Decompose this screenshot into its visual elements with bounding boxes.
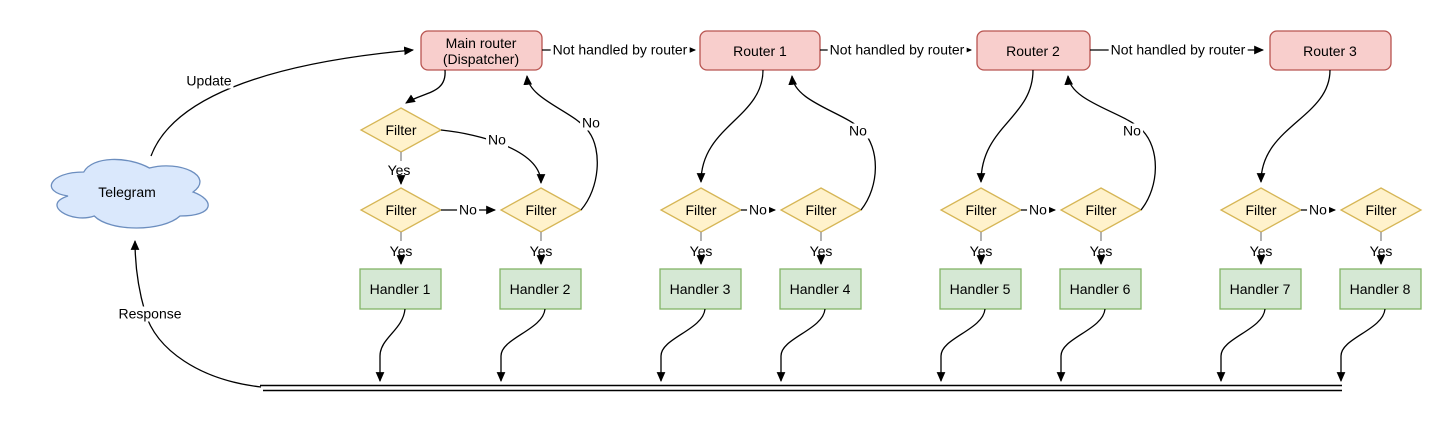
handler-1-out-edge [375, 308, 406, 383]
yes-label: Yes [1089, 243, 1113, 259]
main-router-label-line2: (Dispatcher) [442, 51, 520, 67]
handler-8-label: Handler 8 [1349, 281, 1411, 297]
no-label: No [847, 122, 869, 139]
handler-7-out-edge [1216, 308, 1266, 383]
handler-7-box [1219, 268, 1302, 310]
handler-4-out-edge [776, 308, 826, 383]
router-1-to-filter-edge [696, 69, 764, 184]
response-label: Response [116, 305, 184, 322]
handler-5-box [939, 268, 1022, 310]
router-1-label: Router 1 [733, 43, 787, 59]
main-router-to-filter-edge [405, 69, 446, 104]
filter-label: Filter [385, 202, 417, 218]
not-handled-label-3: Not handled by router [1108, 41, 1248, 58]
main-router-label-line1: Main router [445, 35, 517, 51]
no-return-edge-r1 [788, 74, 877, 211]
handler-6-label: Handler 6 [1069, 281, 1131, 297]
handler-3-label: Handler 3 [669, 281, 731, 297]
main-router-label: Main router (Dispatcher) [443, 35, 519, 67]
yes-label: Yes [689, 243, 713, 259]
no-label: No [747, 201, 769, 218]
yes-label: Yes [1249, 243, 1273, 259]
handler-4-label: Handler 4 [789, 281, 851, 297]
update-edge [150, 46, 415, 157]
handler-1-label: Handler 1 [369, 281, 431, 297]
filter-label: Filter [1365, 202, 1397, 218]
filter-label: Filter [1245, 202, 1277, 218]
no-label: No [457, 201, 479, 218]
yes-label: Yes [529, 243, 553, 259]
no-label: No [1027, 201, 1049, 218]
telegram-cloud [50, 158, 209, 229]
yes-label: Yes [969, 243, 993, 259]
handler-4-box [779, 268, 862, 310]
router-3-to-filter-edge [1256, 69, 1331, 184]
handler-1-box [359, 268, 442, 310]
router-3-label: Router 3 [1303, 43, 1357, 59]
handler-2-out-edge [496, 308, 546, 383]
handler-8-box [1339, 268, 1422, 310]
not-handled-label-2: Not handled by router [827, 41, 967, 58]
router-2-label: Router 2 [1006, 43, 1060, 59]
no-return-edge-r2 [1064, 74, 1157, 211]
no-label: No [1307, 201, 1329, 218]
filter-label: Filter [685, 202, 717, 218]
filter-label: Filter [805, 202, 837, 218]
handler-5-out-edge [936, 308, 986, 383]
yes-label: Yes [387, 162, 411, 178]
telegram-cloud-label: Telegram [98, 184, 156, 200]
filter-label: Filter [525, 202, 557, 218]
no-return-edge-main [523, 74, 598, 211]
filter-label: Filter [965, 202, 997, 218]
handler-7-label: Handler 7 [1229, 281, 1291, 297]
handler-3-out-edge [656, 308, 706, 383]
handler-8-out-edge [1336, 308, 1386, 383]
no-label: No [1121, 122, 1143, 139]
handler-5-label: Handler 5 [949, 281, 1011, 297]
no-label: No [486, 131, 508, 148]
no-label: No [580, 114, 602, 131]
router-2-to-filter-edge [976, 69, 1034, 184]
not-handled-label-1: Not handled by router [550, 41, 690, 58]
handler-2-label: Handler 2 [509, 281, 571, 297]
yes-label: Yes [809, 243, 833, 259]
filter-label: Filter [385, 122, 417, 138]
handler-6-box [1059, 268, 1142, 310]
handler-2-box [499, 268, 582, 310]
handler-3-box [659, 268, 742, 310]
filter-label: Filter [1085, 202, 1117, 218]
handler-6-out-edge [1056, 308, 1106, 383]
yes-label: Yes [1369, 243, 1393, 259]
update-label: Update [184, 72, 234, 89]
yes-label: Yes [389, 243, 413, 259]
